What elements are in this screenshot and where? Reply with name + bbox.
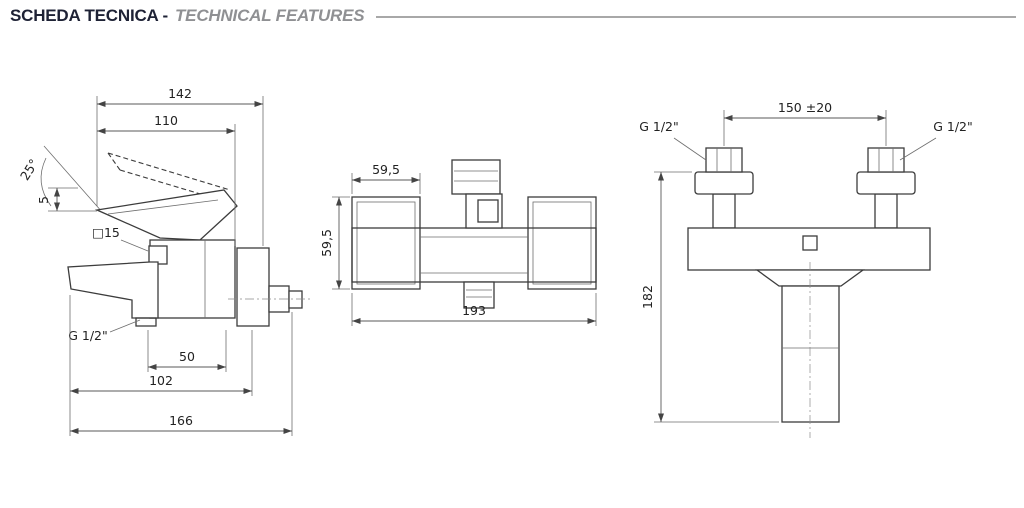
spout-column	[781, 285, 840, 423]
sheet-title-italian: SCHEDA TECNICA -	[10, 6, 168, 25]
wall-connector-tip	[288, 290, 303, 309]
sheet-title-english: TECHNICAL FEATURES	[175, 6, 365, 25]
angle-arc	[40, 157, 52, 207]
diverter	[463, 281, 495, 309]
right-inlet-nut	[867, 147, 905, 173]
right-flange-inner	[532, 201, 592, 285]
right-inlet-stem	[874, 193, 898, 229]
left-flange	[351, 196, 421, 290]
back-body	[687, 227, 931, 271]
cartridge-neck	[465, 193, 503, 229]
dim-angle-label: 25°	[17, 156, 41, 183]
front-view: 59,5 59,5 193	[319, 159, 597, 326]
body-center-square	[802, 235, 818, 251]
side-view: 142 110 25° 5 □15 G 1/2" 50 102 166	[17, 86, 310, 436]
wall-escutcheon	[236, 247, 270, 327]
dim-193-label: 193	[462, 303, 486, 318]
dim-150-label: 150 ±20	[778, 100, 832, 115]
right-inlet-flange	[856, 171, 916, 195]
spout-outlet	[135, 317, 157, 327]
header-divider	[376, 15, 1016, 18]
leader-line	[120, 239, 149, 252]
handle-lever	[94, 189, 238, 241]
angle-reference-line	[43, 145, 104, 214]
left-inlet-stem	[712, 193, 736, 229]
dim-142-label: 142	[168, 86, 192, 101]
thread-right-label: G 1/2"	[933, 119, 973, 134]
dim-59-5-h-label: 59,5	[319, 229, 334, 257]
left-flange-inner	[356, 201, 416, 285]
handle-base-square	[148, 245, 168, 265]
leader-line	[109, 319, 141, 333]
right-flange	[527, 196, 597, 290]
dim-50-label: 50	[179, 349, 195, 364]
cartridge-cap	[451, 159, 501, 195]
dim-166-label: 166	[169, 413, 193, 428]
handle-edge-line	[107, 199, 219, 215]
dim-102-label: 102	[149, 373, 173, 388]
spout	[67, 261, 159, 319]
left-inlet-nut	[705, 147, 743, 173]
leader-line	[899, 137, 937, 161]
back-view: 150 ±20 G 1/2" G 1/2" 182	[639, 100, 973, 438]
front-body	[351, 227, 597, 283]
dim-110-label: 110	[154, 113, 178, 128]
left-inlet-flange	[694, 171, 754, 195]
dim-182-label: 182	[640, 285, 655, 309]
thread-label: G 1/2"	[68, 328, 108, 343]
dim-59-5-w-label: 59,5	[372, 162, 400, 177]
leader-line	[673, 137, 707, 161]
dim-square15-label: □15	[92, 225, 120, 240]
dim-5-label: 5	[36, 196, 51, 204]
body-transition	[755, 269, 865, 287]
sheet-header: SCHEDA TECNICA - TECHNICAL FEATURES	[10, 6, 1016, 26]
thread-left-label: G 1/2"	[639, 119, 679, 134]
cartridge-neck-detail	[477, 199, 499, 223]
